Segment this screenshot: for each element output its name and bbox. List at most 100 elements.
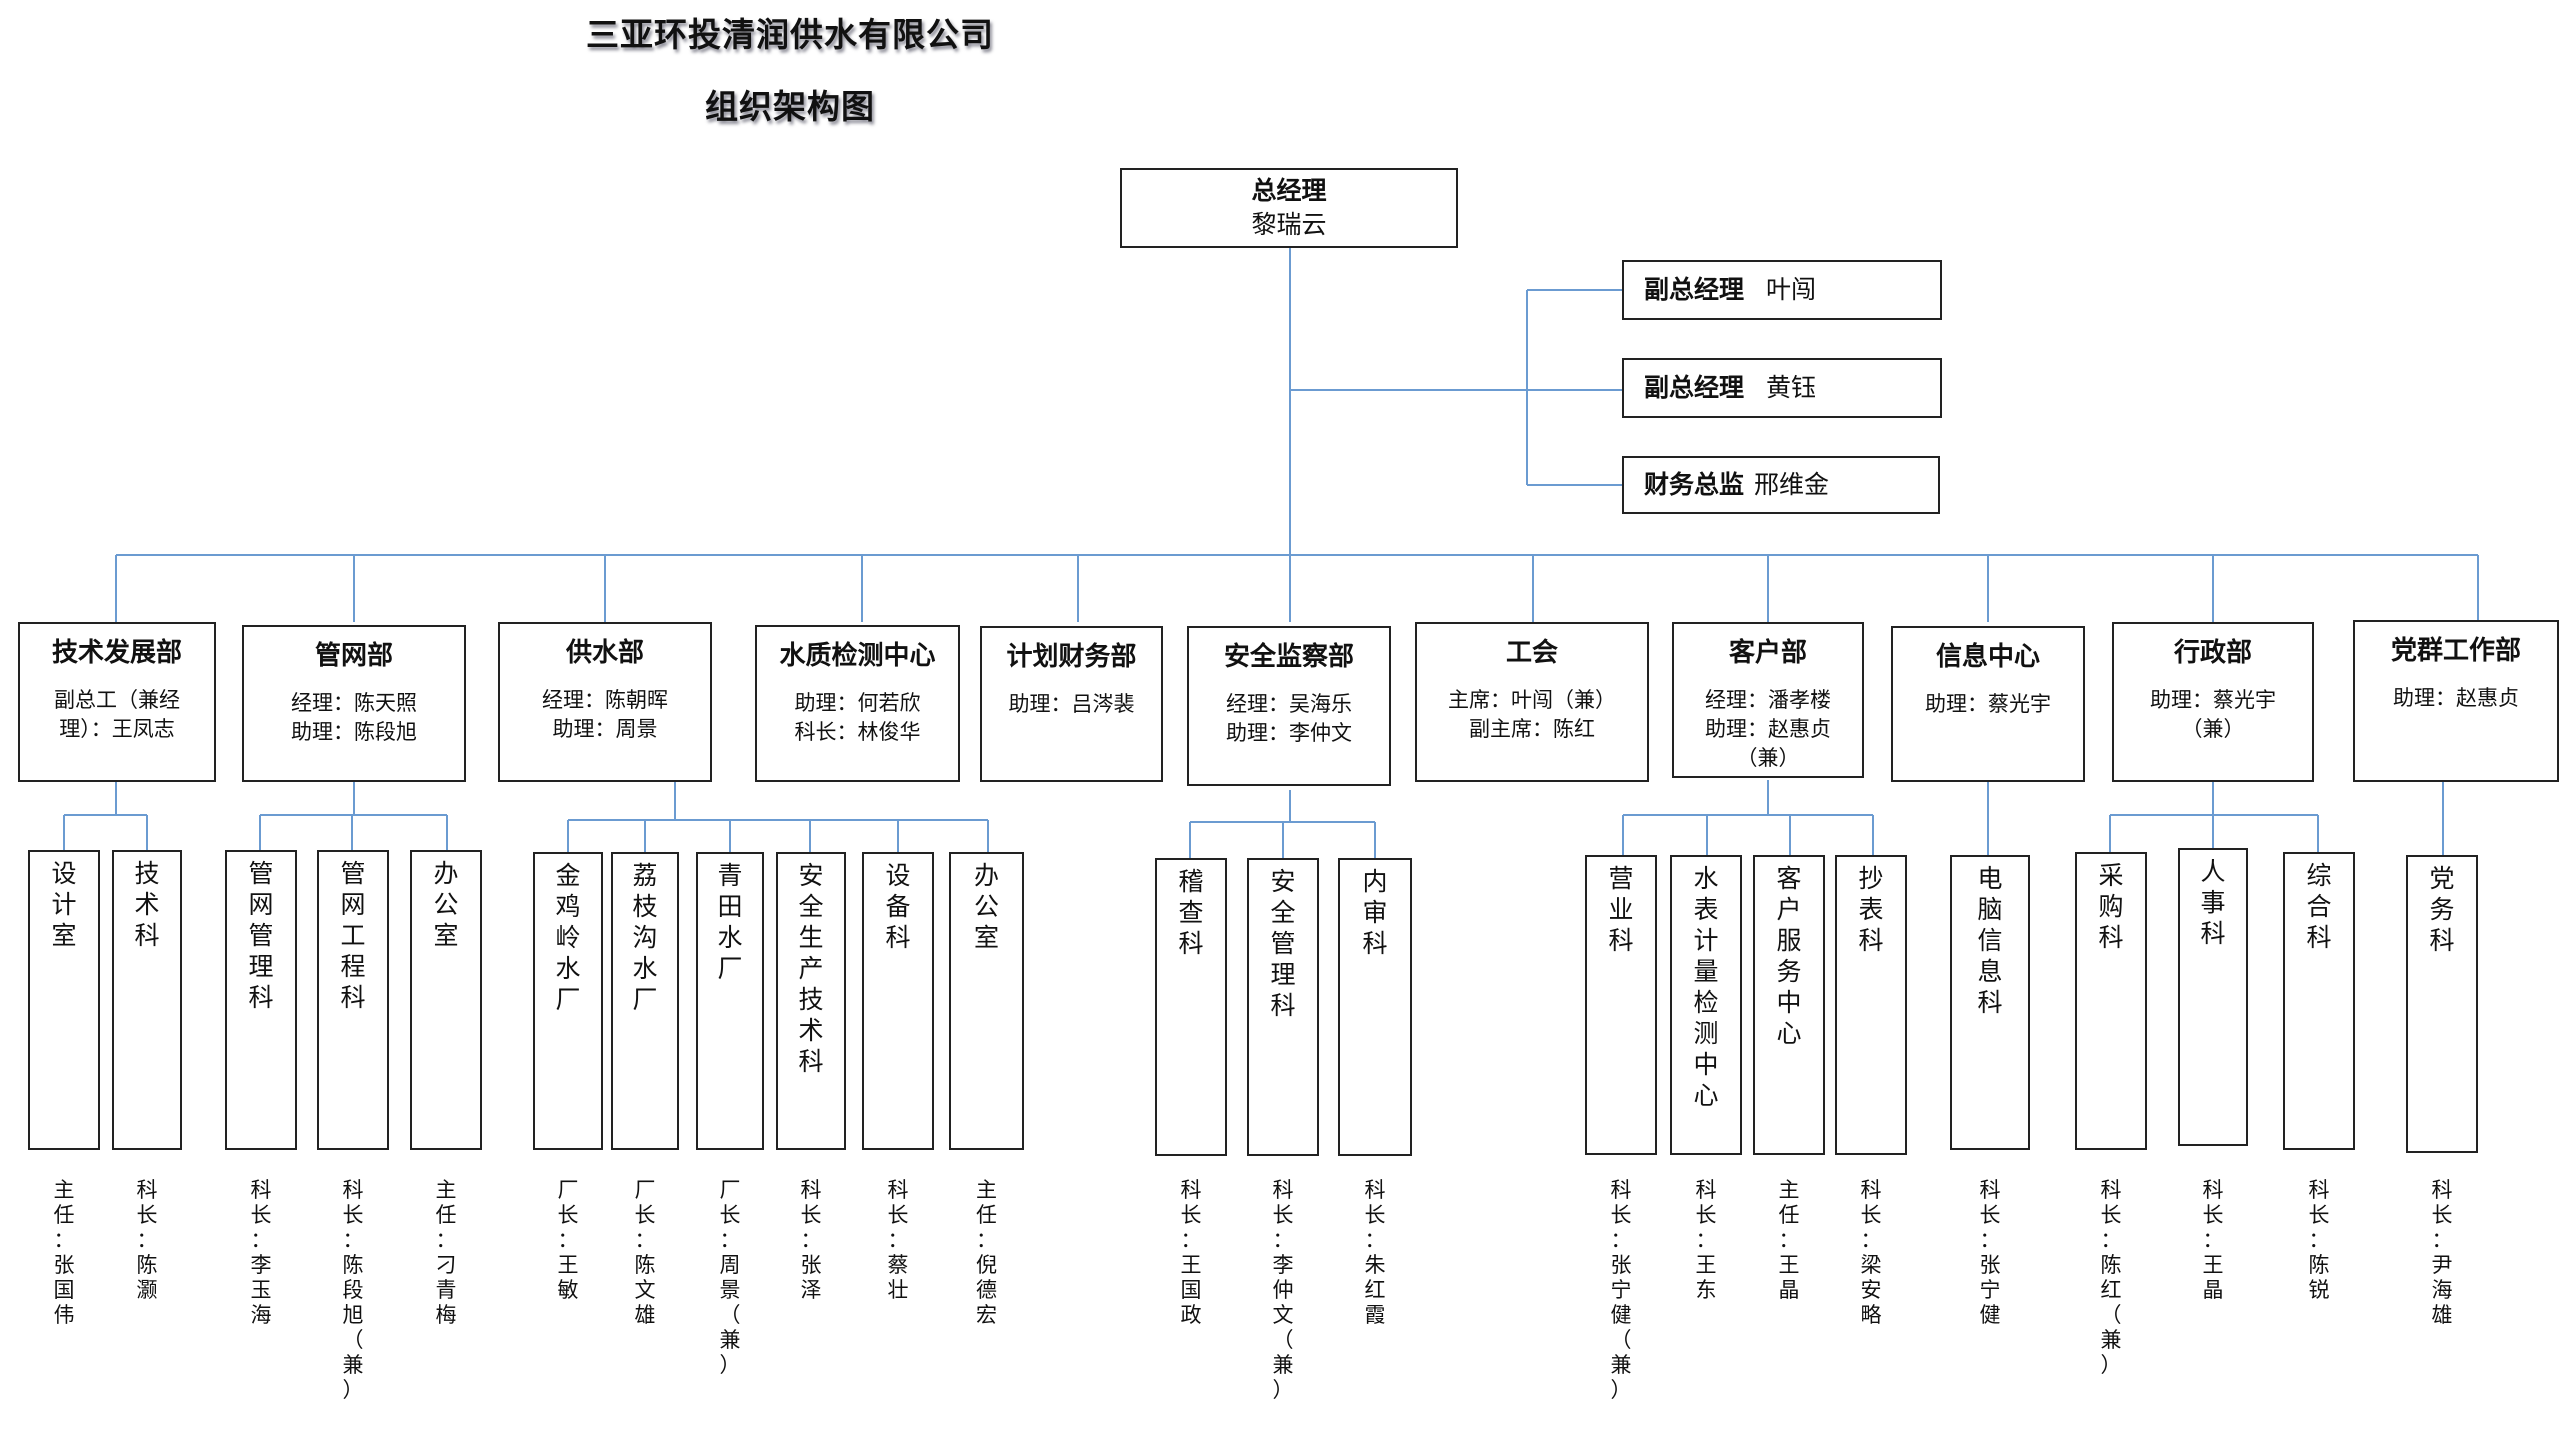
section-name-char: 科 xyxy=(2200,919,2226,948)
leader-char: ） xyxy=(1272,1378,1294,1402)
section-name-char: 室 xyxy=(973,923,999,952)
department-spacer xyxy=(2355,670,2557,684)
department-staff: 经理：陈朝晖 xyxy=(542,688,668,712)
section-leader: 科长：李玉海 xyxy=(246,1178,276,1328)
gm-name: 黎瑞云 xyxy=(1251,210,1327,239)
section-name-char: 表 xyxy=(1858,895,1884,924)
section-name-char: 内 xyxy=(1362,867,1388,896)
section-name-char: 室 xyxy=(433,921,459,950)
leader-char: 长 xyxy=(2308,1203,2330,1227)
leader-char: 长 xyxy=(634,1203,656,1227)
leader-char: 长 xyxy=(1364,1203,1386,1227)
section-name-char: 管 xyxy=(248,921,274,950)
leader-char: 张 xyxy=(53,1253,75,1277)
leader-char: 政 xyxy=(1180,1303,1202,1327)
section-leader: 科长：尹海雄 xyxy=(2427,1178,2457,1328)
leader-char: 国 xyxy=(53,1278,75,1302)
section-name-char: 合 xyxy=(2306,892,2332,921)
leader-char: 雄 xyxy=(2431,1303,2453,1327)
department-box: 供水部经理：陈朝晖助理：周景 xyxy=(498,622,712,782)
department-spacer xyxy=(1893,676,2083,690)
leader-char: ： xyxy=(1979,1228,2001,1252)
leader-char: 任 xyxy=(1778,1203,1800,1227)
section-name-char: 服 xyxy=(1776,926,1802,955)
leader-char: 国 xyxy=(1180,1278,1202,1302)
leader-char: 景 xyxy=(719,1278,741,1302)
leader-char: ： xyxy=(1610,1228,1632,1252)
leader-char: （ xyxy=(719,1303,741,1327)
section-box: 营业科 xyxy=(1585,855,1657,1155)
department-staff: 助理：赵惠贞 xyxy=(1705,717,1831,741)
leader-char: 健 xyxy=(1979,1303,2001,1327)
department-name: 水质检测中心 xyxy=(779,641,936,671)
leader-char: 任 xyxy=(435,1203,457,1227)
department-staff: 助理：蔡光宇 xyxy=(2150,688,2276,712)
leader-char: ： xyxy=(435,1228,457,1252)
leader-char: 兼 xyxy=(1610,1353,1632,1377)
department-staff: 理）：王凤志 xyxy=(59,717,175,741)
leader-char: ： xyxy=(250,1228,272,1252)
section-name-char: 全 xyxy=(1270,898,1296,927)
section-name-char: 枝 xyxy=(632,892,658,921)
section-box: 青田水厂 xyxy=(696,852,764,1150)
general-manager-box: 总经理 黎瑞云 xyxy=(1120,168,1458,248)
leader-char: 兼 xyxy=(719,1328,741,1352)
section-name-char: 客 xyxy=(1776,864,1802,893)
leader-char: 任 xyxy=(53,1203,75,1227)
department-staff: 主席：叶闯（兼） xyxy=(1448,688,1616,712)
leader-char: 陈 xyxy=(136,1253,158,1277)
section-box: 客户服务中心 xyxy=(1753,855,1825,1155)
department-box: 信息中心助理：蔡光宇 xyxy=(1891,626,2085,782)
section-name-char: 科 xyxy=(1178,929,1204,958)
leader-char: 长 xyxy=(557,1203,579,1227)
leader-char: 玉 xyxy=(250,1278,272,1302)
department-spacer xyxy=(20,672,214,686)
leader-char: （ xyxy=(342,1328,364,1352)
section-leader: 科长：王东 xyxy=(1691,1178,1721,1303)
section-box: 技术科 xyxy=(112,850,182,1150)
section-name-char: 沟 xyxy=(632,923,658,952)
section-box: 办公室 xyxy=(410,850,482,1150)
gm-title: 总经理 xyxy=(1251,176,1327,205)
leader-char: 科 xyxy=(250,1178,272,1202)
leader-char: 倪 xyxy=(976,1253,997,1277)
department-staff: 助理：陈段旭 xyxy=(291,720,417,744)
department-spacer xyxy=(1674,672,1862,686)
leader-char: 王 xyxy=(557,1253,579,1277)
leader-char: 长 xyxy=(1180,1203,1202,1227)
section-leader: 科长：王晶 xyxy=(2198,1178,2228,1303)
leader-char: ： xyxy=(2308,1228,2330,1252)
leader-char: 东 xyxy=(1695,1278,1717,1302)
department-box: 工会主席：叶闯（兼）副主席：陈红 xyxy=(1415,622,1649,782)
section-name-char: 产 xyxy=(798,954,824,983)
department-spacer xyxy=(2114,672,2312,686)
leader-char: 科 xyxy=(1979,1178,2001,1202)
leader-char: ： xyxy=(887,1228,909,1252)
leader-char: ： xyxy=(136,1228,158,1252)
department-box: 水质检测中心助理：何若欣科长：林俊华 xyxy=(755,625,960,782)
leader-char: ： xyxy=(557,1228,579,1252)
section-name-char: 管 xyxy=(1270,929,1296,958)
leader-char: 健 xyxy=(1610,1303,1632,1327)
section-name-char: 办 xyxy=(973,861,999,890)
section-box: 安全生产技术科 xyxy=(776,852,846,1150)
company-name: 三亚环投清润供水有限公司 xyxy=(586,15,994,54)
leader-char: 晶 xyxy=(2202,1278,2224,1302)
leader-char: 梁 xyxy=(1860,1253,1882,1277)
leader-char: 王 xyxy=(1778,1253,1800,1277)
section-leader: 科长：陈锐 xyxy=(2304,1178,2334,1303)
leader-char: 长 xyxy=(887,1203,909,1227)
leader-char: 王 xyxy=(2202,1253,2224,1277)
exec-name: 黄钰 xyxy=(1766,373,1817,402)
section-leader: 科长：李仲文（兼） xyxy=(1268,1178,1298,1403)
section-box: 抄表科 xyxy=(1835,855,1907,1155)
leader-char: 科 xyxy=(1272,1178,1294,1202)
leader-char: 红 xyxy=(1364,1278,1386,1302)
section-name-char: 设 xyxy=(885,861,911,890)
section-name-char: 网 xyxy=(340,890,366,919)
leader-char: ： xyxy=(2100,1228,2122,1252)
leader-char: 宏 xyxy=(976,1303,997,1327)
section-name-char: 程 xyxy=(340,952,366,981)
section-box: 荔枝沟水厂 xyxy=(611,852,679,1150)
